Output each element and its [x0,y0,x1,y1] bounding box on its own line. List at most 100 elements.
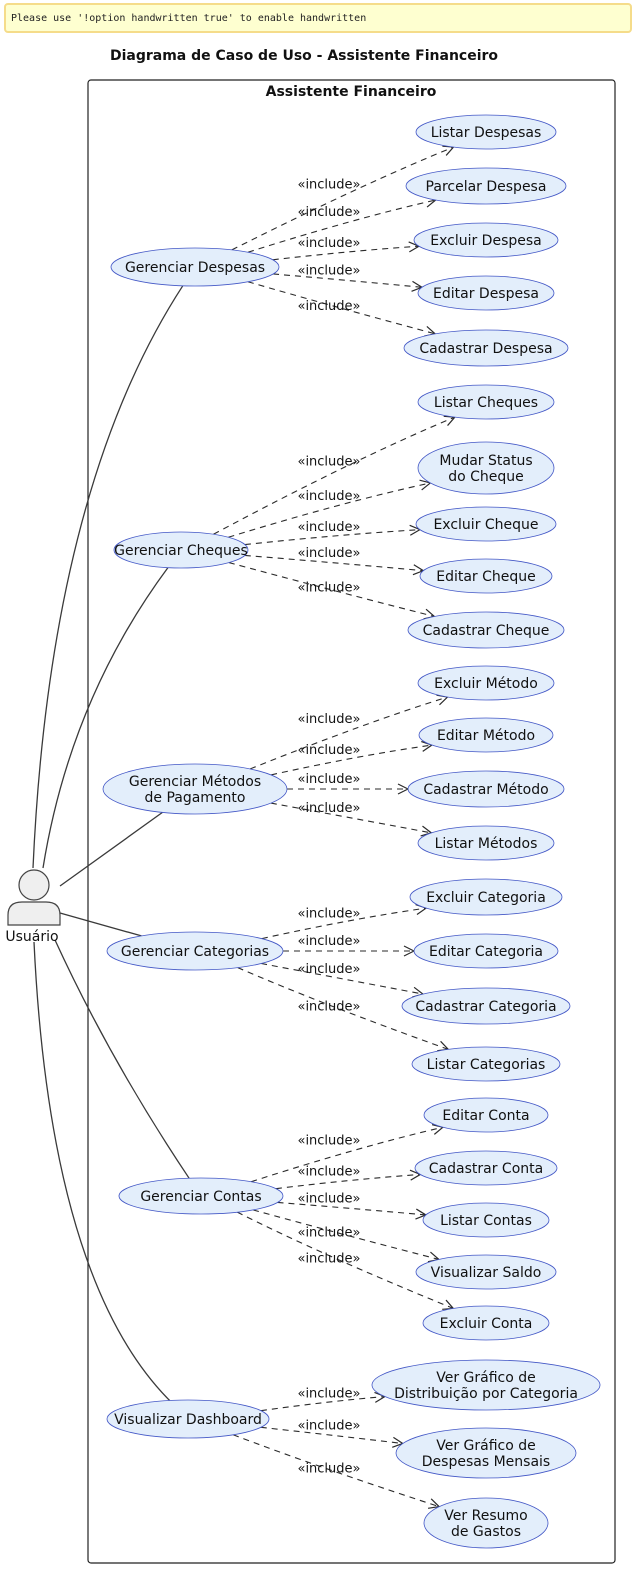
usecase-categorias-0-label: Excluir Categoria [426,890,546,906]
usecase-contas[interactable]: Gerenciar Contas [118,1177,284,1215]
include-link-contas-3 [252,1209,439,1260]
usecase-cheques-0[interactable]: Listar Cheques [417,384,555,420]
include-link-despesas-1 [247,200,436,253]
usecase-metodos-2-label: Cadastrar Método [423,782,548,798]
usecase-cheques-2[interactable]: Excluir Cheque [415,506,557,542]
include-label: «include» [297,205,360,220]
include-label: «include» [297,934,360,949]
usecase-despesas-1-shape [405,167,567,205]
include-label: «include» [297,1251,360,1266]
usecase-contas-3-shape [415,1254,557,1290]
usecase-despesas[interactable]: Gerenciar Despesas [110,247,280,287]
usecase-cheques[interactable]: Gerenciar Cheques [113,531,249,569]
include-link-dashboard-1 [260,1426,403,1443]
include-link-cheques-2 [244,530,420,546]
usecase-contas-3[interactable]: Visualizar Saldo [415,1254,557,1290]
usecase-dashboard-0-label: Ver Gráfico de [436,1370,536,1386]
include-label: «include» [297,455,360,470]
usecase-dashboard-1-shape [395,1427,577,1479]
usecase-metodos-3-label: Listar Métodos [435,836,538,852]
include-link-metodos-3 [270,802,431,833]
usecase-contas-1-shape [414,1150,558,1186]
usecase-despesas-2-label: Excluir Despesa [430,233,542,249]
usecase-cheques-4[interactable]: Cadastrar Cheque [407,611,565,649]
usecase-categorias-3-shape [411,1046,561,1082]
include-link-despesas-4 [247,281,435,334]
usecase-categorias-0[interactable]: Excluir Categoria [409,878,563,916]
usecase-cheques-1-label: Mudar Status [439,453,532,469]
usecase-metodos-3[interactable]: Listar Métodos [417,825,555,861]
association-dashboard [33,941,171,1401]
usecase-despesas-0[interactable]: Listar Despesas [415,114,557,150]
usecase-despesas-1-label: Parcelar Despesa [426,179,547,195]
association-contas [54,939,190,1179]
usecase-categorias-label: Gerenciar Categorias [121,944,269,960]
usecase-despesas-3-shape [417,275,555,311]
usecase-dashboard-1-label: Despesas Mensais [422,1454,550,1470]
usecase-categorias-1[interactable]: Editar Categoria [413,933,559,969]
usecase-cheques-3[interactable]: Editar Cheque [419,558,553,594]
usecase-contas-2-label: Listar Contas [440,1213,532,1229]
usecase-contas-0[interactable]: Editar Conta [423,1097,549,1133]
usecase-dashboard[interactable]: Visualizar Dashboard [106,1399,270,1439]
usecase-despesas-label: Gerenciar Despesas [125,260,265,276]
usecase-despesas-0-label: Listar Despesas [431,125,542,141]
usecase-contas-label: Gerenciar Contas [140,1189,261,1205]
usecase-despesas-2[interactable]: Excluir Despesa [413,222,559,258]
include-label: «include» [297,520,360,535]
usecase-contas-1[interactable]: Cadastrar Conta [414,1150,558,1186]
usecase-cheques-4-shape [407,611,565,649]
usecase-despesas-1[interactable]: Parcelar Despesa [405,167,567,205]
include-link-metodos-0 [249,697,448,770]
usecase-despesas-4-label: Cadastrar Despesa [419,341,552,357]
usecase-dashboard-0-label: Distribuição por Categoria [394,1386,578,1402]
usecase-cheques-3-shape [419,558,553,594]
usecase-contas-2[interactable]: Listar Contas [422,1202,550,1238]
actor-body [7,901,61,926]
usecase-cheques-2-shape [415,506,557,542]
include-link-cheques-1 [228,483,430,538]
usecase-contas-1-label: Cadastrar Conta [429,1161,543,1177]
usecase-categorias[interactable]: Gerenciar Categorias [106,931,284,971]
usecase-cheques-shape [113,531,249,569]
usecase-contas-3-label: Visualizar Saldo [431,1265,542,1281]
usecase-contas-4[interactable]: Excluir Conta [422,1305,550,1341]
usecase-categorias-2[interactable]: Cadastrar Categoria [401,987,571,1025]
note-box [4,3,632,33]
include-label: «include» [297,999,360,1014]
usecase-metodos-0[interactable]: Excluir Método [417,665,555,701]
include-label: «include» [297,906,360,921]
association-cheques [42,567,169,869]
include-label: «include» [297,299,360,314]
usecase-categorias-2-label: Cadastrar Categoria [415,999,556,1015]
include-label: «include» [297,581,360,596]
usecase-metodos-3-shape [417,825,555,861]
include-label: «include» [297,546,360,561]
include-link-categorias-3 [237,967,449,1050]
include-link-metodos-1 [270,745,432,776]
usecase-metodos-shape [102,763,288,815]
usecase-metodos-label: de Pagamento [145,790,246,806]
include-label: «include» [297,1165,360,1180]
system-title: Assistente Financeiro [266,84,437,100]
usecase-categorias-3[interactable]: Listar Categorias [411,1046,561,1082]
usecase-despesas-3[interactable]: Editar Despesa [417,275,555,311]
usecase-metodos-2[interactable]: Cadastrar Método [407,770,565,808]
include-label: «include» [297,1462,360,1477]
usecase-metodos-1-label: Editar Método [437,728,535,744]
usecase-contas-4-shape [422,1305,550,1341]
usecase-despesas-4[interactable]: Cadastrar Despesa [403,329,569,367]
usecase-categorias-0-shape [409,878,563,916]
actor-head [18,869,50,901]
actor[interactable]: Usuário [5,869,61,945]
usecase-metodos-1[interactable]: Editar Método [418,717,554,753]
usecase-categorias-3-label: Listar Categorias [427,1057,546,1073]
include-link-cheques-3 [244,554,423,570]
include-label: «include» [297,489,360,504]
include-label: «include» [297,236,360,251]
